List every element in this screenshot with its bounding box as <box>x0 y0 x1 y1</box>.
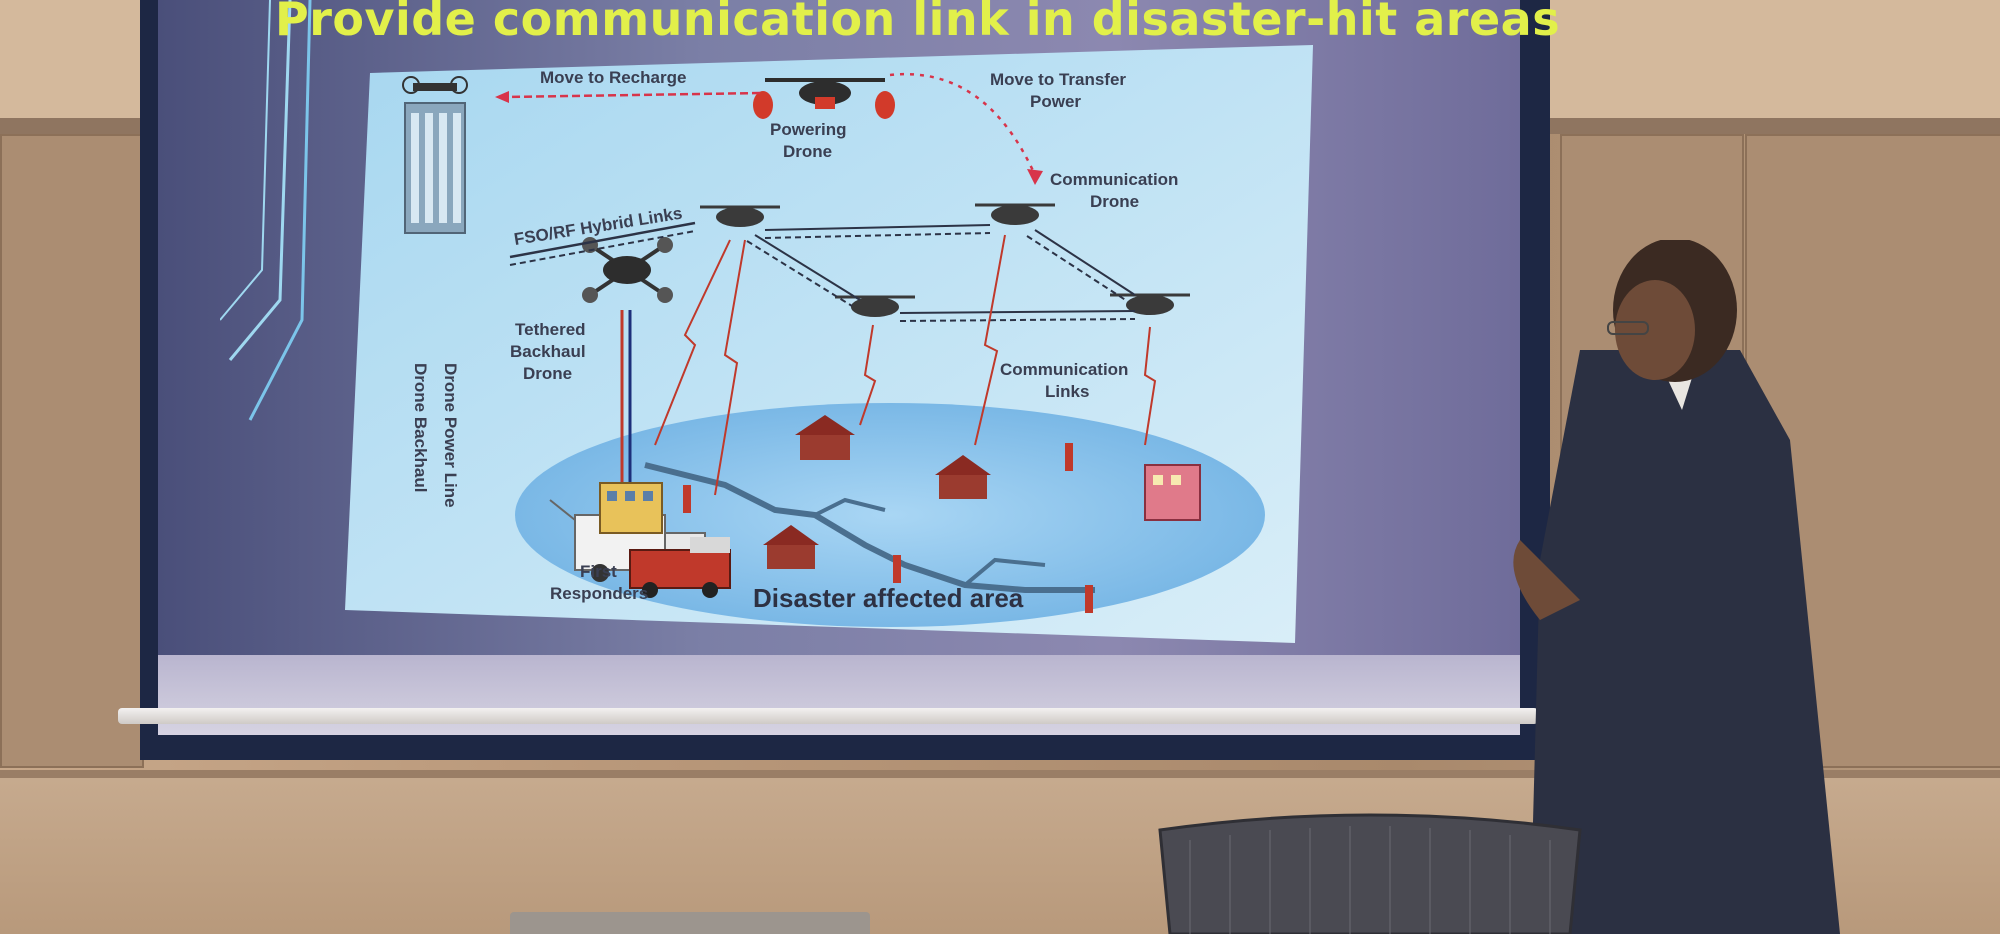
label-first-responders: Responders <box>550 584 648 603</box>
label-backhaul: Backhaul <box>510 342 586 361</box>
label-powering: Powering <box>770 120 847 139</box>
building-icon <box>599 482 663 534</box>
drone-icon <box>835 295 915 317</box>
lightning-icon <box>714 239 746 496</box>
presenter-face <box>1615 280 1695 380</box>
communication-links <box>654 234 1157 496</box>
building-icon <box>1144 464 1201 521</box>
comm-drones <box>700 203 1190 317</box>
label-drone-power-line: Drone Power Line <box>441 363 460 508</box>
label-disaster-affected-area: Disaster affected area <box>753 583 1024 613</box>
fso-rf-links <box>509 221 1136 322</box>
building-icon <box>404 102 466 234</box>
recharge-arrow <box>504 91 761 99</box>
label-tethered-drone: Drone <box>523 364 572 383</box>
person-icon <box>893 555 901 583</box>
table-edge <box>510 912 870 934</box>
presenter-hand <box>1513 540 1580 620</box>
glasses-icon <box>1607 321 1649 335</box>
person-icon <box>683 485 691 513</box>
transfer-arrow <box>889 72 1037 176</box>
people <box>683 443 1093 613</box>
person-icon <box>1085 585 1093 613</box>
recharge-arrowhead <box>495 91 509 103</box>
fire-truck-icon <box>629 537 731 598</box>
drone-icon <box>975 203 1055 225</box>
transfer-arrowhead <box>1027 169 1043 185</box>
label-communication-drone-2: Drone <box>1090 192 1139 211</box>
label-move-to-transfer-power: Power <box>1030 92 1081 111</box>
chair-back <box>1158 813 1582 934</box>
lightning-icon <box>859 324 877 426</box>
lightning-icon <box>1143 326 1157 446</box>
house-icon <box>935 455 991 499</box>
presenter <box>1513 240 1840 934</box>
lightning-icon <box>974 234 1006 446</box>
drone-icon <box>753 78 895 119</box>
label-powering-drone: Drone <box>783 142 832 161</box>
disaster-network-diagram: Move to Recharge Move to Transfer Power … <box>345 45 1313 643</box>
presenter-suit <box>1530 350 1840 934</box>
lower-rail <box>0 770 2000 778</box>
label-move-to-recharge: Move to Recharge <box>540 68 686 87</box>
label-move-to-transfer: Move to Transfer <box>990 70 1126 89</box>
screen-bottom-bar <box>118 708 1538 724</box>
drone-icon <box>402 76 468 94</box>
label-drone-backhaul: Drone Backhaul <box>411 363 430 492</box>
label-communication-links-2: Links <box>1045 382 1089 401</box>
wall-panel <box>0 134 144 768</box>
ground-crack <box>644 462 1095 593</box>
drone-icon <box>1110 293 1190 315</box>
drone-icon <box>582 237 673 303</box>
lightning-icon <box>654 239 731 446</box>
drone-icon <box>700 205 780 227</box>
house-icon <box>763 525 819 569</box>
label-first: First <box>580 562 617 581</box>
ground-crack <box>963 557 1046 587</box>
house-icon <box>795 415 855 460</box>
ground-crack <box>814 497 886 517</box>
label-tethered: Tethered <box>515 320 586 339</box>
label-communication-drone: Communication <box>1050 170 1178 189</box>
label-communication-links: Communication <box>1000 360 1128 379</box>
slide-decoration <box>220 0 312 421</box>
person-icon <box>1065 443 1073 471</box>
slide-title: Provide communication link in disaster-h… <box>275 0 1561 46</box>
